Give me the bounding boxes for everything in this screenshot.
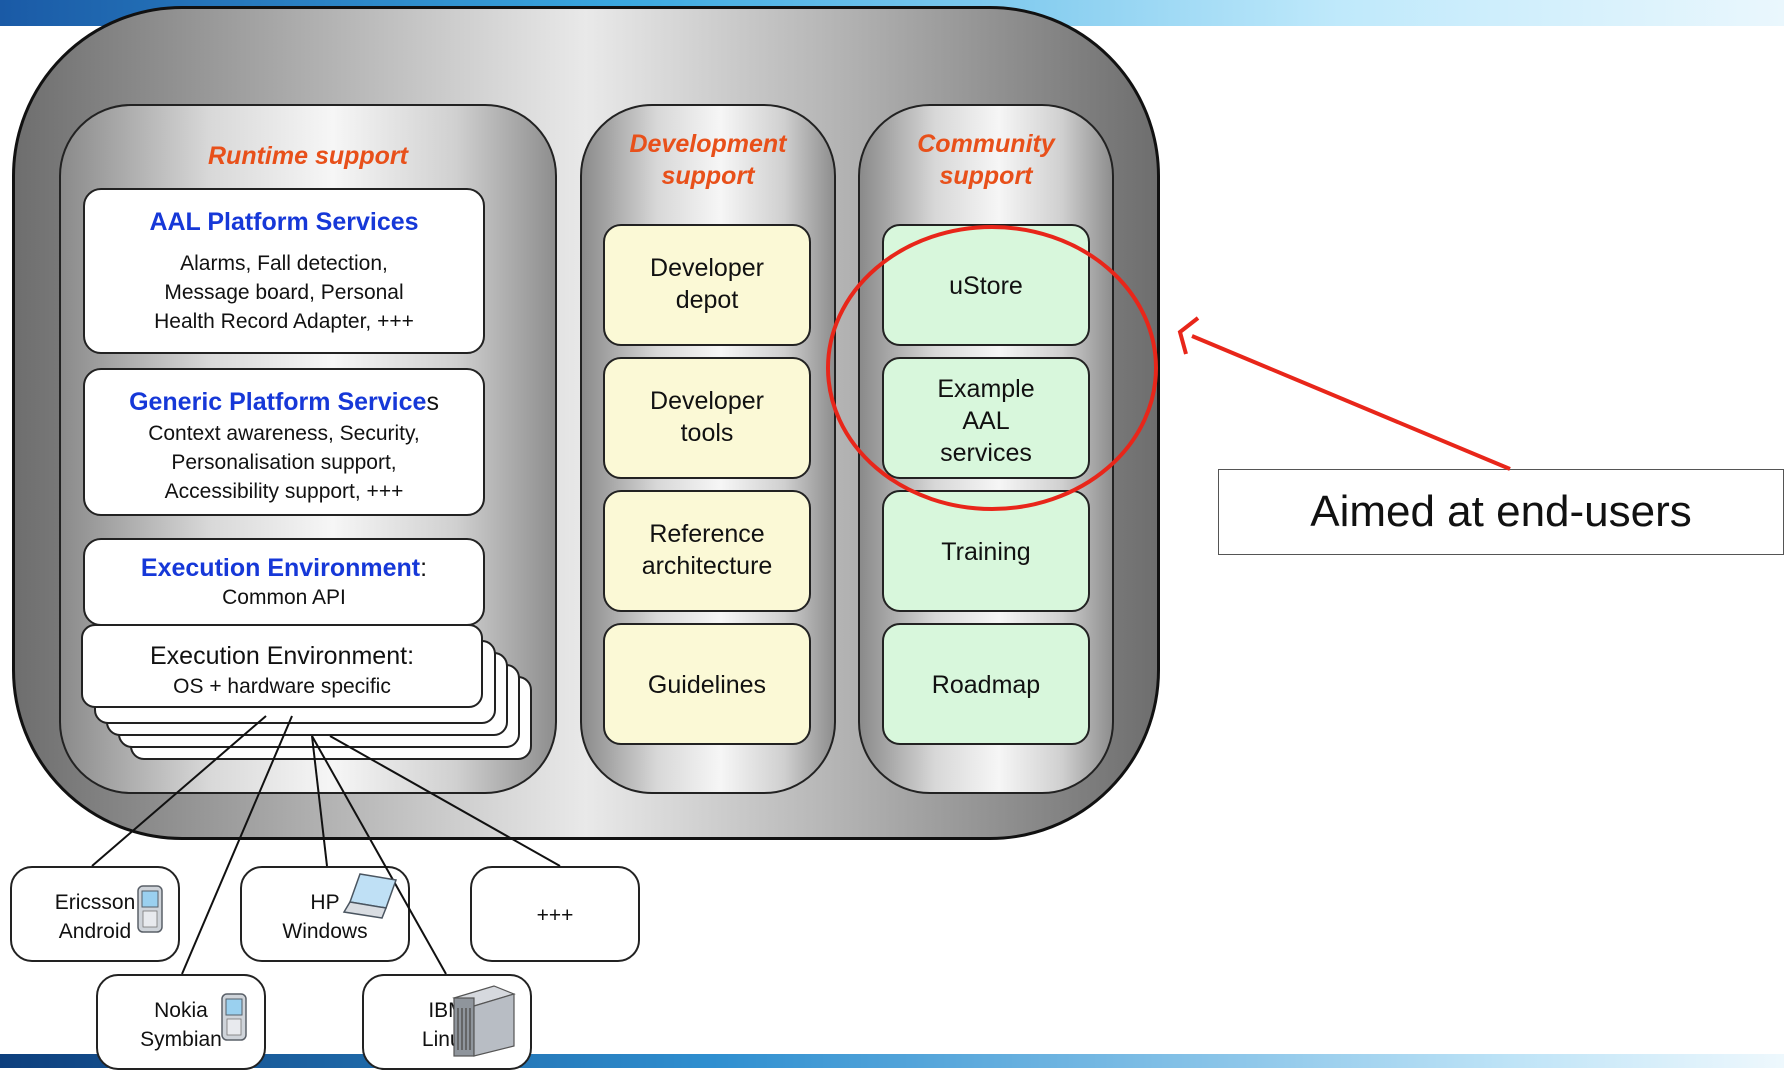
execution-environment-heading-tail: :: [420, 554, 428, 582]
generic-platform-services-heading: Generic Platform Service: [129, 388, 427, 416]
developer-depot-box: Developer depot: [603, 224, 811, 346]
execution-os-line1: Execution Environment:: [149, 642, 415, 670]
generic-platform-services-heading-tail: s: [426, 388, 439, 416]
community-support-title: Community support: [917, 130, 1055, 190]
phone-icon: [221, 993, 247, 1041]
aimed-at-end-users-callout: Aimed at end-users: [1218, 469, 1784, 555]
execution-environment-common-box: Execution Environment: Common API: [83, 538, 485, 626]
execution-environment-heading: Execution Environment: [140, 554, 421, 582]
aal-services-line: Message board, Personal: [164, 281, 404, 304]
execution-environment-os-box: Execution Environment: OS + hardware spe…: [81, 624, 483, 708]
example-aal-services-box: Example AAL services: [882, 357, 1090, 479]
highlight-arrow-head: [1177, 316, 1200, 355]
connector-line: [91, 715, 267, 867]
execution-os-line2: OS + hardware specific: [173, 675, 391, 698]
guidelines-box: Guidelines: [603, 623, 811, 745]
highlight-arrow-shaft: [1191, 334, 1511, 471]
device-more: +++: [470, 866, 640, 962]
phone-icon: [137, 885, 163, 933]
developer-tools-box: Developer tools: [603, 357, 811, 479]
roadmap-box: Roadmap: [882, 623, 1090, 745]
development-support-title: Development support: [629, 130, 787, 190]
connector-line: [329, 735, 561, 867]
connector-line: [181, 715, 293, 975]
connector-line: [311, 735, 447, 975]
generic-platform-services-box: Generic Platform Services Context awaren…: [83, 368, 485, 516]
highlight-ellipse: [826, 225, 1158, 511]
laptop-icon: [342, 873, 398, 919]
connector-lines: [91, 715, 561, 975]
server-icon: [452, 985, 516, 1057]
common-api-label: Common API: [222, 586, 346, 609]
generic-services-line: Context awareness, Security,: [148, 422, 420, 445]
aal-platform-services-heading: AAL Platform Services: [149, 208, 419, 236]
generic-services-line: Personalisation support,: [171, 451, 397, 474]
aal-services-line: Alarms, Fall detection,: [180, 252, 388, 275]
aal-platform-services-box: AAL Platform Services Alarms, Fall detec…: [83, 188, 485, 354]
connector-line: [311, 735, 328, 867]
aal-services-line: Health Record Adapter, +++: [154, 310, 414, 333]
generic-services-line: Accessibility support, +++: [164, 480, 404, 503]
runtime-support-title: Runtime support: [208, 142, 408, 170]
training-box: Training: [882, 490, 1090, 612]
reference-architecture-box: Reference architecture: [603, 490, 811, 612]
